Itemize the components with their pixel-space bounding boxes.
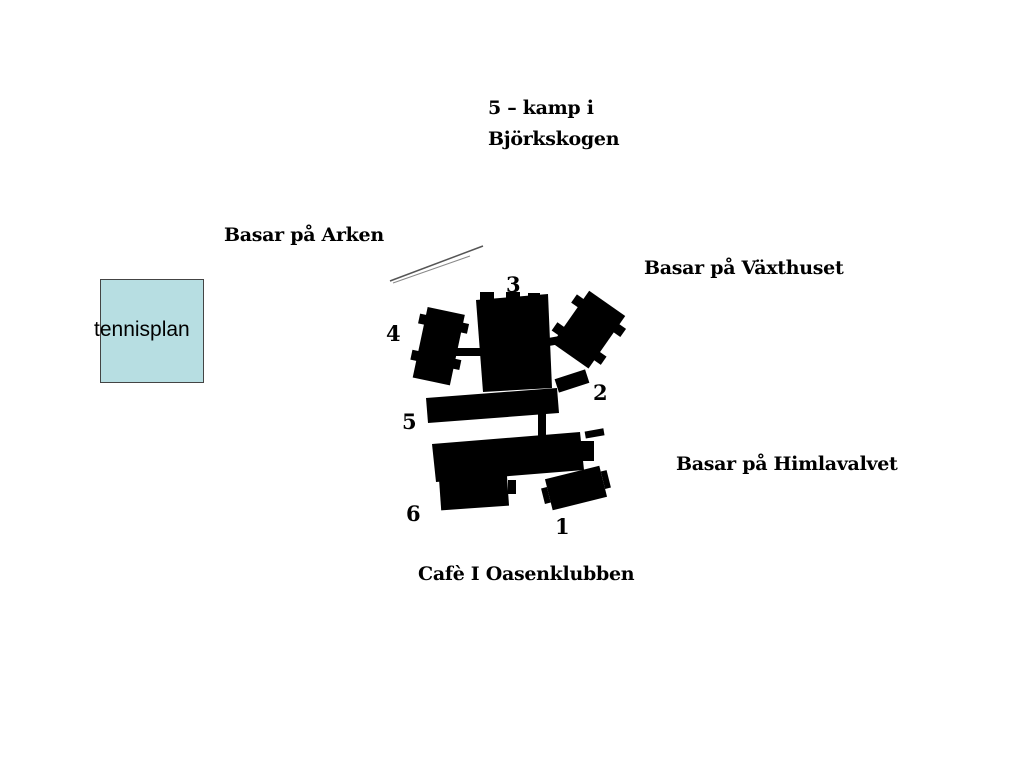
location-cafe: Cafè I Oasenklubben (418, 563, 635, 585)
path-line (389, 245, 484, 282)
title-line-2: Björkskogen (488, 128, 620, 150)
map-title: 5 – kamp i Björkskogen (488, 93, 620, 155)
tennis-court-label: tennisplan (94, 318, 190, 341)
title-line-1: 5 – kamp i (488, 97, 594, 119)
path-line-2 (392, 255, 471, 284)
building-lower-6 (432, 432, 584, 482)
building-tick (584, 428, 605, 439)
building-wing-1 (541, 465, 611, 511)
building-wing-right (551, 290, 627, 369)
marker-1: 1 (555, 514, 570, 539)
location-vaxthuset: Basar på Växthuset (644, 257, 844, 279)
building-main-3 (476, 294, 552, 392)
connector-center (538, 410, 546, 440)
building-bar-5 (426, 388, 559, 423)
location-arken: Basar på Arken (224, 224, 384, 246)
location-himlavalvet: Basar på Himlavalvet (676, 453, 898, 475)
connector-right (547, 333, 575, 347)
building-wing-4 (410, 307, 470, 386)
marker-3: 3 (506, 272, 521, 297)
building-small-2 (554, 369, 590, 393)
connector-left (455, 348, 483, 356)
marker-5: 5 (402, 409, 417, 434)
marker-6: 6 (406, 501, 421, 526)
tennis-court (100, 279, 204, 383)
marker-2: 2 (593, 380, 608, 405)
marker-4: 4 (386, 321, 401, 346)
